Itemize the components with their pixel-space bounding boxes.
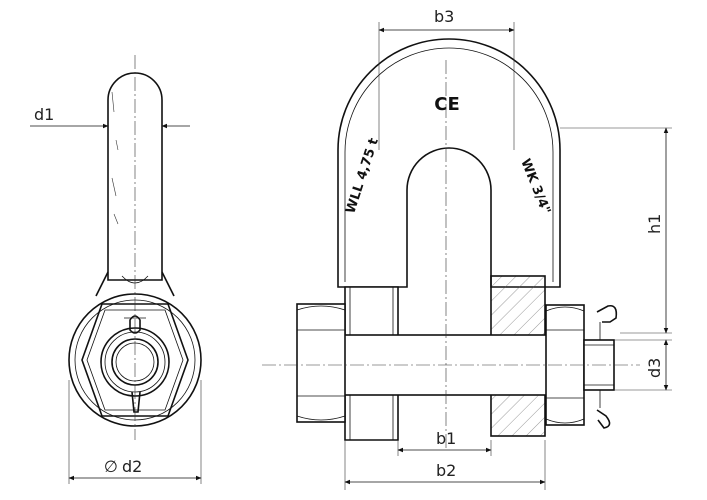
dimension-b2: b2: [344, 440, 546, 490]
label-b2: b2: [436, 461, 456, 480]
label-d2: d2: [122, 457, 142, 476]
label-h1: h1: [645, 214, 664, 234]
label-b1: b1: [436, 429, 456, 448]
front-view-bow: [337, 38, 561, 288]
front-view-cotter-pin: [596, 304, 618, 429]
centre-lines: [134, 55, 640, 450]
label-d3: d3: [645, 358, 664, 378]
dimension-d3: d3: [614, 339, 672, 391]
label-b3: b3: [434, 7, 454, 26]
dimension-h1: h1: [560, 127, 672, 334]
side-view-hex-nut: [81, 303, 189, 417]
marking-ce: CE: [434, 94, 460, 115]
front-view-hex-head: [296, 303, 346, 423]
side-view-marking-texture: [111, 91, 119, 225]
dimension-d1: d1: [30, 105, 190, 129]
label-d2-symbol: ∅: [104, 457, 118, 476]
label-d1: d1: [34, 105, 54, 124]
dimension-b1: b1: [397, 429, 492, 456]
dimension-b3: b3: [378, 7, 515, 150]
side-view-cotter-pin: [129, 315, 141, 334]
front-view: CE WLL 4,75 t WK 3/4": [296, 38, 618, 441]
dimension-d2: ∅ d2: [68, 380, 202, 484]
